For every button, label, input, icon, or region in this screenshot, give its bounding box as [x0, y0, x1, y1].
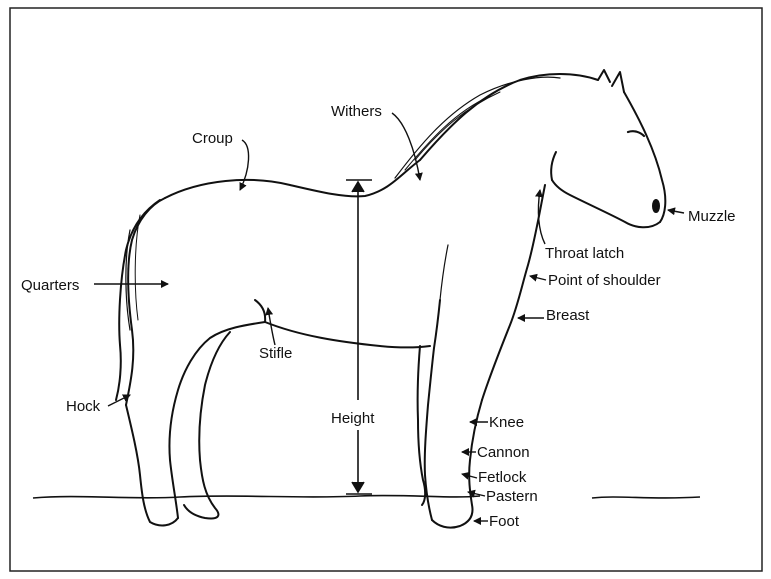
muzzle-leader — [668, 210, 684, 213]
stifle-leader — [268, 308, 275, 345]
height-indicator — [346, 180, 372, 494]
label-knee: Knee — [489, 415, 524, 430]
diagram-border — [10, 8, 762, 571]
label-fetlock: Fetlock — [478, 470, 526, 485]
label-hock: Hock — [66, 399, 100, 414]
point-of-shoulder-leader — [530, 276, 546, 280]
label-stifle: Stifle — [259, 346, 292, 361]
croup-leader — [240, 140, 249, 190]
label-throat-latch: Throat latch — [545, 246, 624, 261]
label-point-of-shoulder: Point of shoulder — [548, 273, 661, 288]
label-breast: Breast — [546, 308, 589, 323]
label-foot: Foot — [489, 514, 519, 529]
withers-leader — [392, 113, 420, 180]
label-croup: Croup — [192, 131, 233, 146]
label-quarters: Quarters — [21, 278, 79, 293]
label-muzzle: Muzzle — [688, 209, 736, 224]
leader-lines — [94, 113, 684, 521]
label-cannon: Cannon — [477, 445, 530, 460]
label-withers: Withers — [331, 104, 382, 119]
label-height: Height — [331, 411, 374, 426]
ground-lines — [33, 496, 700, 498]
label-pastern: Pastern — [486, 489, 538, 504]
